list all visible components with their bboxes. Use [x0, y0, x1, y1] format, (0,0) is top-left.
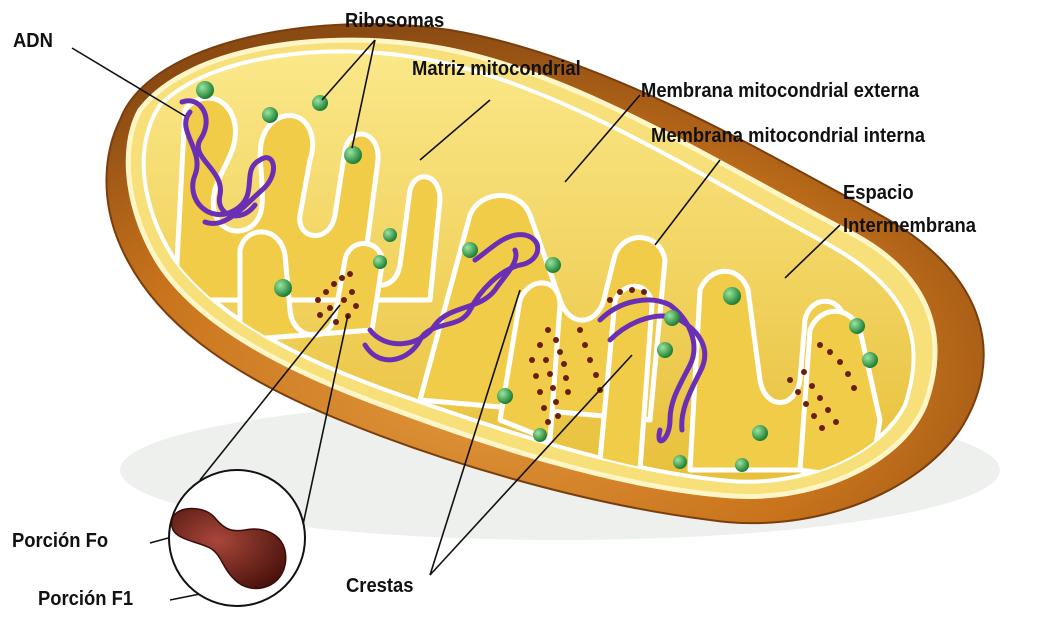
label-crestas: Crestas: [346, 575, 414, 598]
atp-synthase-zoom: [169, 470, 305, 606]
label-porcion-fo: Porción Fo: [12, 530, 108, 553]
label-matriz-mitocondrial: Matriz mitocondrial: [412, 58, 581, 81]
label-membrana-externa: Membrana mitocondrial externa: [641, 80, 919, 103]
label-porcion-f1: Porción F1: [38, 588, 133, 611]
label-ribosomas: Ribosomas: [345, 10, 444, 33]
label-adn: ADN: [13, 30, 53, 53]
label-membrana-interna: Membrana mitocondrial interna: [651, 125, 925, 148]
label-espacio: Espacio: [843, 182, 914, 205]
label-intermembrana: Intermembrana: [843, 215, 976, 238]
